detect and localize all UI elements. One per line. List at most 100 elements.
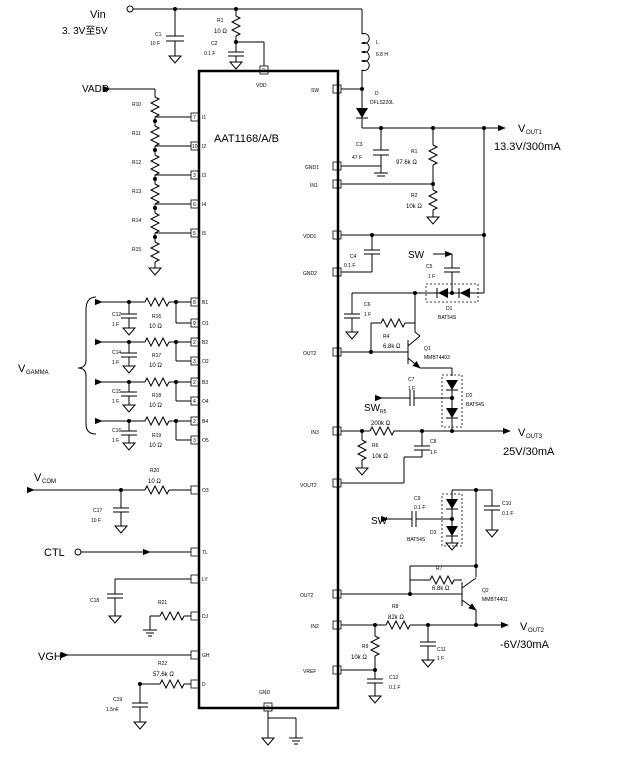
r8-value: 82k Ω [388, 615, 404, 621]
r17-name: R17 [152, 353, 161, 359]
pin-i5 [190, 228, 200, 238]
pin-gnd-name: GND [259, 690, 271, 696]
pin-o4 [190, 396, 200, 406]
d-value: DFLS220L [370, 100, 394, 106]
r4-value: 6.8k Ω [383, 344, 401, 350]
c12b-value: 1 F [112, 322, 119, 328]
pin-b2-name: B2 [202, 340, 208, 346]
c12-value: 0.1 F [389, 685, 400, 691]
vout3-label: V [518, 427, 526, 439]
r9-value: 10k Ω [351, 655, 367, 661]
ground-icon [132, 721, 148, 730]
ground-icon [374, 172, 388, 177]
ground-icon [344, 331, 360, 340]
c3-value: 47 F [352, 155, 362, 161]
vout3-sub: OUT3 [526, 434, 543, 440]
pin-o1-num: 9 [193, 321, 196, 327]
pin-i1 [190, 112, 200, 122]
pin-vdd-num: 2 [262, 68, 265, 74]
r13-name: R13 [132, 189, 141, 195]
pin-i1-num: 7 [193, 115, 196, 121]
r10-name: R10 [132, 102, 141, 108]
pin-vdd1-name: VDD1 [303, 234, 317, 240]
ctl-label: CTL [44, 547, 65, 559]
c10-name: C10 [502, 501, 511, 507]
r22-value: 57.6k Ω [153, 672, 174, 678]
r7-name: R7 [436, 566, 443, 572]
pin-o5 [190, 435, 200, 445]
d1-diode-a [438, 288, 448, 298]
r16-value: 10 Ω [149, 324, 162, 330]
pin-i4-name: I4 [202, 202, 206, 208]
pin-b3-num: 2 [193, 380, 196, 386]
c1-value: 10 F [150, 41, 160, 47]
r5-value: 200k Ω [371, 421, 391, 427]
l-value: 6.8 H [376, 52, 388, 58]
r4-name: R4 [383, 334, 390, 340]
c11-name: C11 [437, 647, 446, 653]
r7-resistor [429, 574, 455, 586]
c18-name: C18 [90, 598, 99, 604]
c11-value: 1 F [437, 656, 444, 662]
d-name: D [375, 91, 379, 97]
d2-name: D2 [466, 393, 473, 399]
c2-value: 0.1 F [204, 51, 215, 57]
pin-ctl [190, 547, 200, 557]
r16-name: R16 [152, 314, 161, 320]
r1b-name: R1 [411, 149, 418, 155]
c1-name: C1 [155, 32, 162, 38]
sw3-label: SW [371, 516, 388, 527]
pin-vgh [190, 650, 200, 660]
r22-name: R22 [158, 661, 167, 667]
c6-name: C6 [364, 302, 371, 308]
r2-name: R2 [411, 193, 418, 199]
ground-icon [367, 695, 383, 704]
sw2-label: SW [364, 403, 381, 414]
c19-name: C19 [113, 697, 122, 703]
pin-b2 [190, 337, 200, 347]
pin-dly-name: LY [202, 577, 208, 583]
pin-b1 [190, 297, 200, 307]
r21-resistor [159, 610, 185, 622]
c6-value: 1 F [364, 312, 371, 318]
c15-value: 1 F [112, 399, 119, 405]
pin-gnd-num: 2 [266, 705, 269, 711]
pin-out2-name: OUT2 [303, 351, 317, 357]
vgamma-sub: GAMMA [26, 370, 49, 376]
r14-name: R14 [132, 218, 141, 224]
c5-value: 1 F [428, 274, 435, 280]
c17-name: C17 [93, 508, 102, 514]
r2-resistor [427, 189, 439, 211]
vgamma-brace [77, 296, 97, 435]
diode-d [356, 108, 368, 118]
c4-name: C4 [350, 254, 357, 260]
vout1-value: 13.3V/300mA [494, 141, 561, 153]
d2-value: BAT54S [466, 402, 485, 408]
ground-icon [107, 615, 123, 624]
c2-name: C2 [211, 41, 218, 47]
ground-icon [484, 529, 500, 538]
r20-name: R20 [150, 468, 159, 474]
d2-diode-b [446, 408, 458, 418]
vin-range: 3. 3V至5V [62, 25, 108, 37]
pin-i2-name: I2 [202, 144, 206, 150]
d1-value: BAT54S [438, 315, 457, 321]
ground-icon [260, 737, 276, 746]
r12-name: R12 [132, 160, 141, 166]
pin-b1-num: 8 [193, 300, 196, 306]
ground-icon [143, 629, 157, 637]
c14-name: C14 [112, 350, 121, 356]
pin-i2 [190, 141, 200, 151]
r8-name: R8 [392, 604, 399, 610]
r9-resistor [369, 635, 381, 657]
d3-diode-b [446, 526, 458, 536]
ground-icon [289, 737, 303, 745]
pin-in1-name: IN1 [310, 183, 318, 189]
c19-value: 1.5nF [106, 707, 119, 713]
pin-i3 [190, 170, 200, 180]
r2-value: 10k Ω [406, 204, 422, 210]
pin-d-name: D [202, 682, 206, 688]
c12b-name: C12 [112, 312, 121, 318]
vgh-label: VGH [38, 651, 62, 663]
